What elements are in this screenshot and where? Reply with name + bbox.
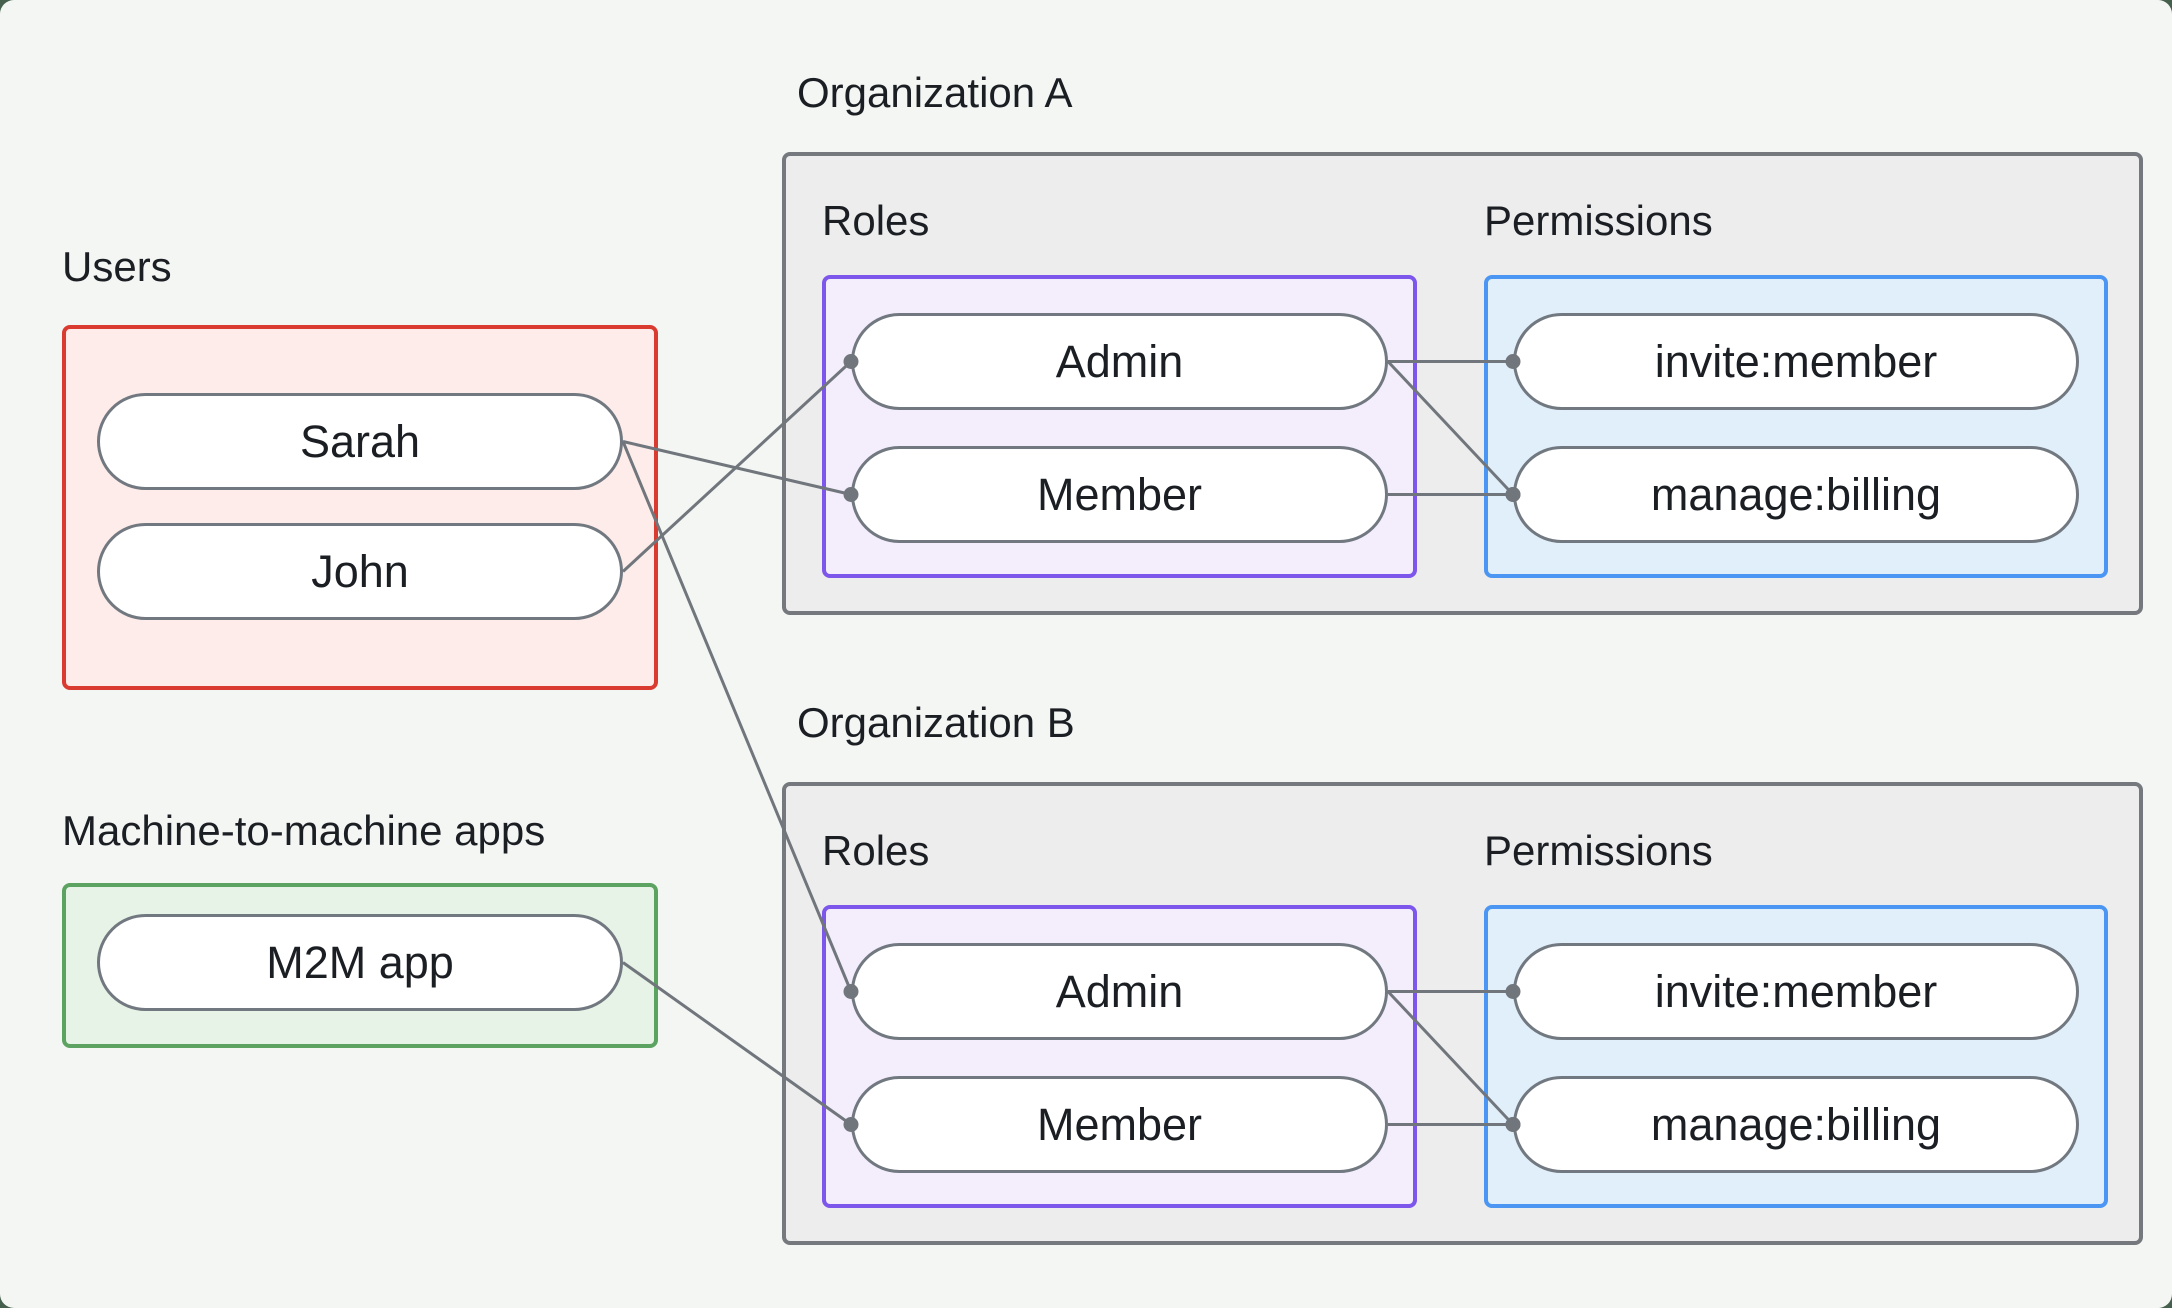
org-a-role-admin: Admin	[851, 313, 1388, 410]
org-a-roles-label: Roles	[822, 197, 930, 244]
org-a-permission-manage-billing-label: manage:billing	[1650, 468, 1942, 520]
org-b-role-member: Member	[851, 1076, 1388, 1173]
users-section-label: Users	[62, 243, 172, 290]
user-node-john-label: John	[311, 545, 409, 597]
org-a-label: Organization A	[797, 69, 1073, 116]
org-a-role-admin-label: Admin	[1055, 335, 1184, 387]
m2m-app-node: M2M app	[97, 914, 623, 1011]
org-b-label: Organization B	[797, 699, 1075, 746]
org-b-role-admin: Admin	[851, 943, 1388, 1040]
user-node-sarah: Sarah	[97, 393, 623, 490]
user-node-sarah-label: Sarah	[299, 415, 421, 467]
m2m-app-node-label: M2M app	[266, 936, 454, 988]
org-a-role-member: Member	[851, 446, 1388, 543]
org-a-permission-invite-member: invite:member	[1513, 313, 2079, 410]
users-box	[62, 325, 658, 690]
org-a-permission-invite-member-label: invite:member	[1654, 335, 1938, 387]
org-b-permission-manage-billing: manage:billing	[1513, 1076, 2079, 1173]
user-node-john: John	[97, 523, 623, 620]
org-b-permission-invite-member-label: invite:member	[1654, 965, 1938, 1017]
org-a-permissions-label: Permissions	[1484, 197, 1713, 244]
org-b-role-member-label: Member	[1036, 1098, 1203, 1150]
org-a-permission-manage-billing: manage:billing	[1513, 446, 2079, 543]
org-b-permissions-label: Permissions	[1484, 827, 1713, 874]
org-b-permission-manage-billing-label: manage:billing	[1650, 1098, 1942, 1150]
org-b-permission-invite-member: invite:member	[1513, 943, 2079, 1040]
org-b-roles-label: Roles	[822, 827, 930, 874]
m2m-section-label: Machine-to-machine apps	[62, 807, 546, 854]
org-a-role-member-label: Member	[1036, 468, 1203, 520]
org-b-role-admin-label: Admin	[1055, 965, 1184, 1017]
